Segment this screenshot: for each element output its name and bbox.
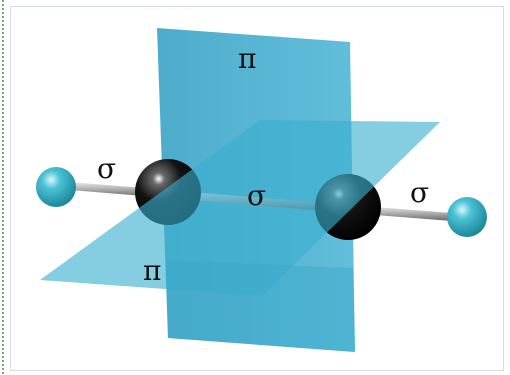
hydrogen-atom-right [447, 197, 487, 237]
pi-plane-horizontal [40, 120, 440, 296]
hydrogen-atom-left [36, 167, 76, 207]
sigma-label-right: σ [410, 176, 429, 209]
pi-plane-vertical-lower [166, 260, 355, 352]
sigma-label-center: σ [247, 179, 266, 212]
sigma-label-left: σ [97, 152, 116, 185]
dotted-margin-line [2, 0, 4, 375]
pi-label-vertical: π [238, 42, 256, 75]
pi-label-horizontal: π [143, 254, 161, 287]
